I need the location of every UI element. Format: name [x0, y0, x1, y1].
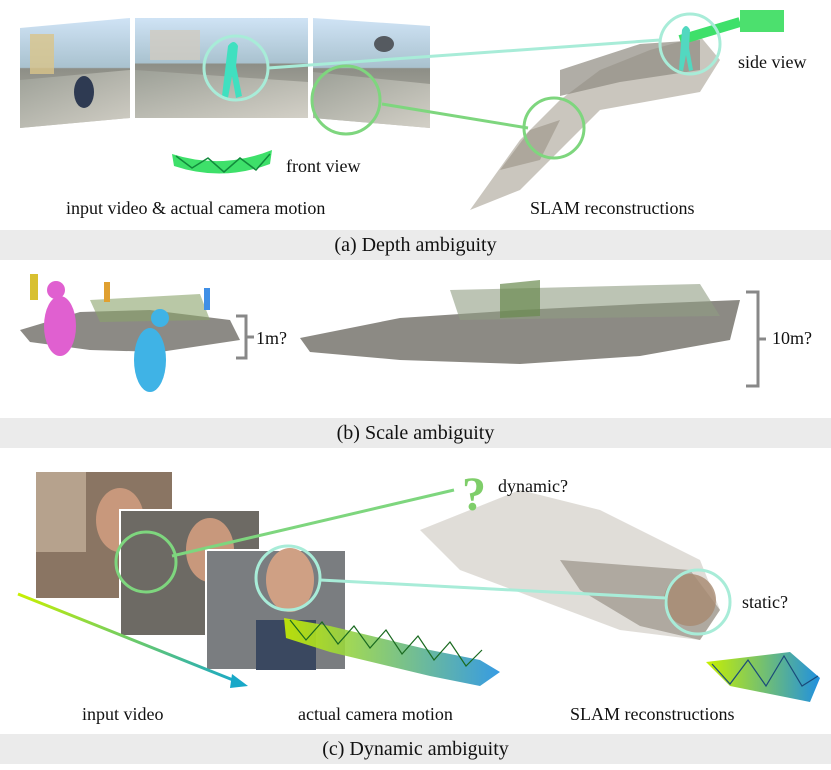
caption-dynamic-ambiguity: (c) Dynamic ambiguity [0, 734, 831, 764]
link-line-green [171, 488, 455, 558]
scale-scenes [20, 274, 766, 392]
link-line-cyan [267, 38, 661, 70]
camera-frustum-trajectory-icon [172, 150, 272, 174]
highlight-circle [664, 568, 732, 636]
highlight-circle [202, 34, 270, 102]
highlight-circle [522, 96, 586, 160]
slam-reconstruction-label: SLAM reconstructions [530, 198, 695, 218]
time-arrow [17, 592, 239, 684]
caption-depth-ambiguity: (a) Depth ambiguity [0, 230, 831, 260]
dynamic-label: dynamic? [498, 476, 568, 496]
highlight-circle [114, 530, 178, 594]
highlight-circle [310, 64, 382, 136]
input-video-label-c: input video [82, 704, 164, 724]
scale-label-small: 1m? [256, 328, 287, 348]
panel-dynamic-ambiguity: ? dynamic? static? input video actual ca… [0, 450, 831, 770]
camera-frustum-trajectory-icon [284, 618, 500, 686]
scale-label-large: 10m? [772, 328, 812, 348]
highlight-circle [658, 12, 722, 76]
human-mesh-icon [30, 274, 210, 392]
input-video-frames-a [20, 10, 784, 210]
dynamic-scenes: ? [17, 468, 820, 702]
input-video-label: input video & actual camera motion [66, 198, 326, 218]
side-view-label: side view [738, 52, 807, 72]
front-view-label: front view [286, 156, 361, 176]
question-mark-icon: ? [462, 468, 486, 521]
panel-depth-ambiguity: front view side view input video & actua… [0, 0, 831, 260]
point-cloud-icon [300, 280, 740, 364]
scale-bracket-small [236, 314, 254, 360]
link-line-cyan [319, 578, 667, 600]
input-video-frames-c [36, 472, 347, 671]
camera-motion-label: actual camera motion [298, 704, 453, 724]
highlight-circle [254, 544, 322, 612]
static-label: static? [742, 592, 788, 612]
camera-frustum-trajectory-icon [678, 17, 742, 45]
link-line-green [381, 102, 529, 130]
panel-scale-ambiguity: 1m? 10m? (b) Scale ambiguity [0, 260, 831, 450]
camera-frustum-trajectory-icon [706, 652, 820, 702]
scale-bracket-large [746, 290, 766, 388]
slam-reconstruction-label-c: SLAM reconstructions [570, 704, 735, 724]
human-mesh-icon [679, 26, 693, 71]
point-cloud-icon [420, 490, 720, 640]
caption-scale-ambiguity: (b) Scale ambiguity [0, 418, 831, 448]
camera-frustum-trajectory-icon [740, 10, 784, 32]
human-mesh-icon [222, 42, 242, 98]
arrow-head-icon [230, 674, 248, 688]
